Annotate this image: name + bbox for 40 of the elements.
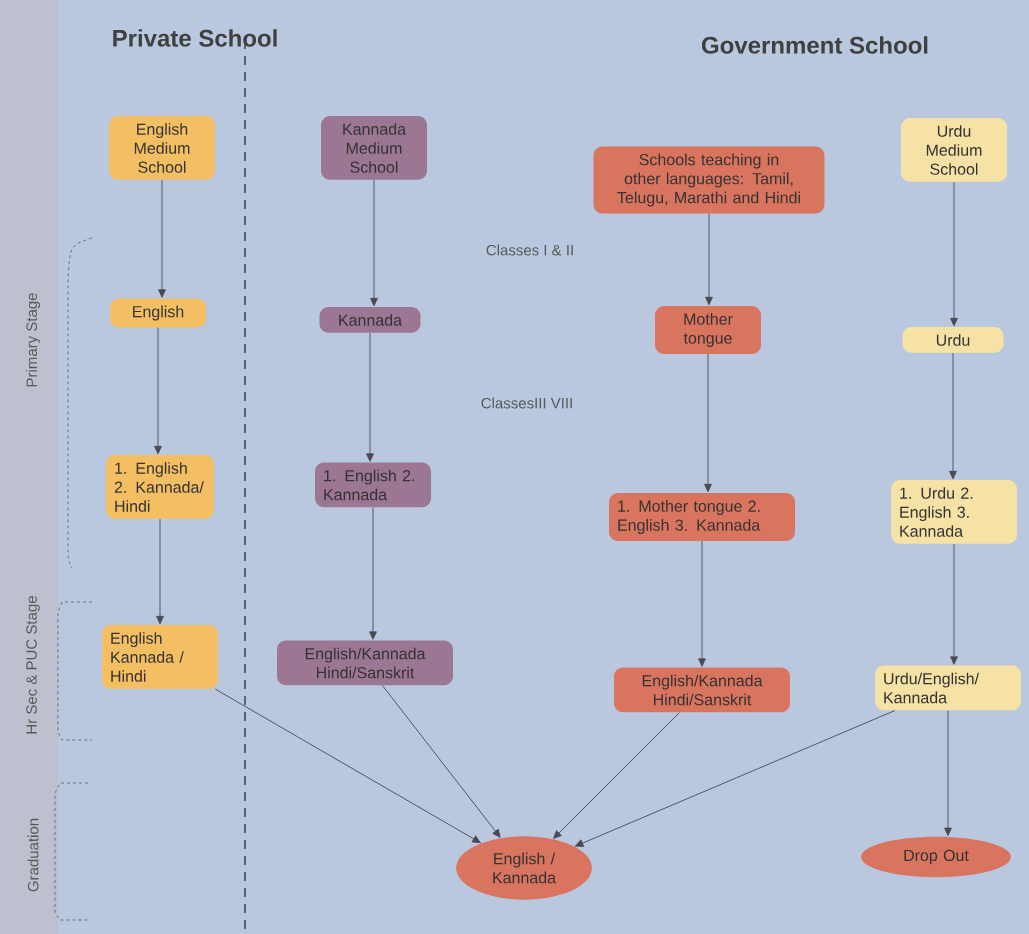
arrow bbox=[154, 327, 162, 455]
stage-label: Primary Stage bbox=[26, 293, 40, 387]
language-box: 1. Mother tongue 2. English 3. Kannada bbox=[609, 493, 795, 541]
stage-label: Graduation bbox=[27, 818, 39, 892]
class-label: ClassesIII VIII bbox=[481, 397, 572, 409]
language-box: Urdu Medium School bbox=[901, 118, 1007, 182]
arrow bbox=[575, 710, 896, 847]
language-box: English/Kannada Hindi/Sanskrit bbox=[277, 640, 453, 686]
language-box: Kannada bbox=[319, 307, 421, 333]
language-box: Urdu bbox=[902, 327, 1004, 353]
arrow bbox=[214, 688, 481, 844]
language-box: Schools teaching in other languages: Tamil, Telugu, Marathi and Hindi bbox=[593, 146, 825, 214]
section-heading: Private School bbox=[113, 29, 277, 47]
language-box: Kannada Medium School bbox=[321, 116, 427, 180]
language-box: Mother tongue bbox=[655, 306, 761, 354]
stage-label: Hr Sec & PUC Stage bbox=[26, 596, 40, 734]
language-box: Urdu/English/ Kannada bbox=[875, 665, 1021, 711]
arrow bbox=[156, 518, 164, 625]
arrow bbox=[950, 543, 958, 665]
arrow bbox=[944, 710, 952, 836]
language-box: English Kannada / Hindi bbox=[102, 625, 218, 689]
arrow bbox=[704, 353, 712, 493]
language-box: English bbox=[110, 298, 206, 328]
language-box: English Medium School bbox=[109, 116, 215, 180]
arrow bbox=[369, 507, 377, 640]
section-heading: Government School bbox=[701, 36, 928, 54]
language-box: 1. English 2. Kannada/ Hindi bbox=[106, 455, 214, 519]
arrow bbox=[158, 179, 166, 298]
language-box: English/Kannada Hindi/Sanskrit bbox=[614, 667, 790, 713]
arrow bbox=[553, 712, 680, 839]
language-box: 1. Urdu 2. English 3. Kannada bbox=[891, 480, 1017, 544]
language-box: 1. English 2. Kannada bbox=[315, 462, 431, 508]
arrow bbox=[698, 540, 706, 667]
arrow bbox=[366, 332, 374, 462]
arrow bbox=[382, 685, 501, 838]
arrow bbox=[950, 181, 958, 327]
arrow bbox=[949, 352, 957, 480]
arrow bbox=[705, 213, 713, 306]
class-label: Classes I & II bbox=[486, 244, 573, 256]
arrow bbox=[370, 179, 378, 307]
